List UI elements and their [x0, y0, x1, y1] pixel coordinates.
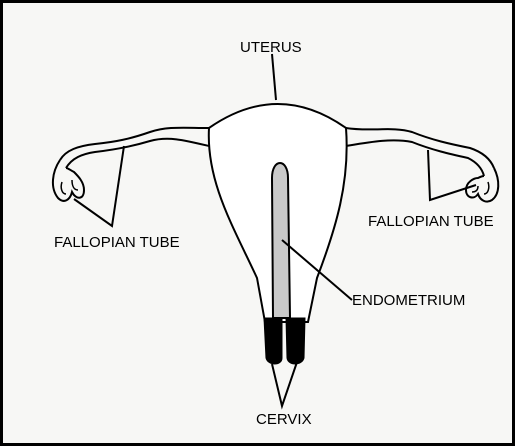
- label-fallopian-tube-left: FALLOPIAN TUBE: [54, 234, 180, 251]
- label-fallopian-tube-right: FALLOPIAN TUBE: [368, 213, 494, 230]
- label-endometrium: ENDOMETRIUM: [352, 292, 465, 309]
- cervix-left: [264, 318, 282, 364]
- label-cervix: CERVIX: [256, 411, 312, 428]
- label-uterus: UTERUS: [240, 39, 302, 56]
- endometrium-cavity: [272, 163, 290, 318]
- cervix-right: [286, 318, 305, 364]
